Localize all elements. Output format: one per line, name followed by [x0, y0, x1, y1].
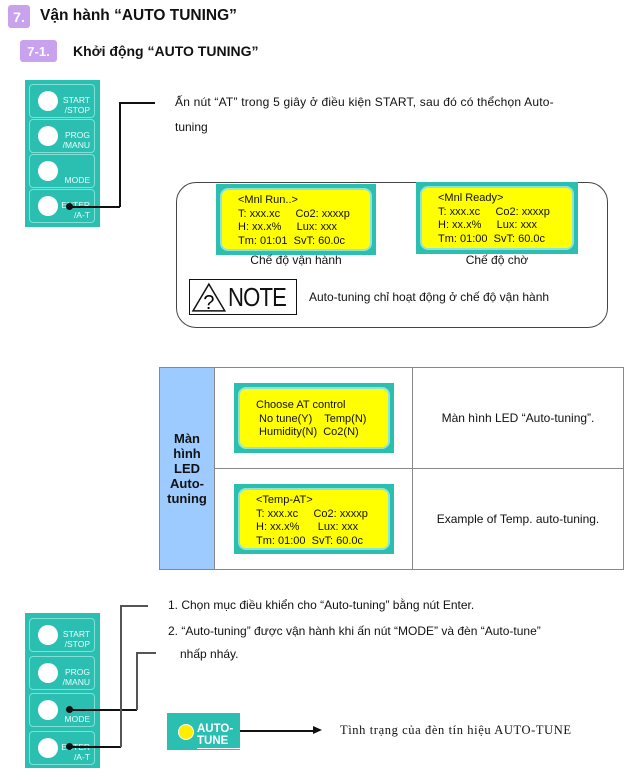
enter-at-button[interactable]: ENTER/A-T — [29, 731, 95, 765]
note-text: Auto-tuning chỉ hoạt động ở chế độ vận h… — [309, 290, 550, 304]
lcd-line: Tm: 01:00 SvT: 60.0c — [256, 534, 363, 547]
lcd-line: Humidity(N) Co2(N) — [256, 426, 359, 438]
lcd-line: <Mnl Run..> — [238, 194, 298, 206]
table-row: Choose AT control No tune(Y) Temp(N) Hum… — [214, 367, 413, 469]
step-1: 1. Chọn mục điều khiển cho “Auto-tuning”… — [168, 598, 475, 612]
run-caption: Chế độ vận hành — [250, 253, 342, 267]
note-label: ? NOTE — [189, 279, 297, 315]
lcd-line: H: xx.x% Lux: xxx — [438, 219, 538, 231]
warning-icon: ? — [191, 282, 227, 313]
mode-examples-box — [176, 182, 608, 328]
subsection-number-badge: 7-1. — [20, 40, 57, 62]
lcd-line: <Temp-AT> — [256, 494, 313, 506]
intro-text-line1: Ấn nút “AT” trong 5 giây ở điều kiện STA… — [175, 95, 554, 109]
ready-caption: Chế độ chờ — [465, 253, 529, 267]
lcd-line: H: xx.x% Lux: xxx — [238, 221, 338, 233]
arrow-icon — [313, 726, 322, 734]
table-header-cell: Màn hình LED Auto-tuning — [159, 367, 215, 570]
keypad-panel: START/STOP PROG/MANU MODE ENTER/A-T — [25, 80, 100, 227]
keypad-panel-2: START/STOP PROG/MANU MODE ENTER/A-T — [25, 613, 100, 768]
table-desc-1: Màn hình LED “Auto-tuning”. — [412, 367, 624, 469]
mode-button[interactable]: MODE — [29, 154, 95, 188]
start-stop-button[interactable]: START/STOP — [29, 618, 95, 652]
prog-manu-button[interactable]: PROG/MANU — [29, 656, 95, 690]
autotuning-led-table: Màn hình LED Auto-tuning Choose AT contr… — [159, 367, 624, 570]
step-2-cont: nhấp nháy. — [180, 647, 239, 661]
lcd-line: No tune(Y) Temp(N) — [256, 412, 367, 425]
lcd-line: Tm: 01:00 SvT: 60.0c — [438, 232, 545, 245]
prog-manu-button[interactable]: PROG/MANU — [29, 119, 95, 153]
start-stop-button[interactable]: START/STOP — [29, 84, 95, 118]
indicator-lamp-icon — [178, 724, 194, 740]
lcd-line: Tm: 01:01 SvT: 60.0c — [238, 234, 345, 247]
auto-tune-indicator: AUTO-TUNE — [167, 713, 240, 750]
step-2: 2. “Auto-tuning” được vận hành khi ấn nú… — [168, 624, 541, 638]
lcd-line: Choose AT control — [256, 399, 346, 411]
section-number-badge: 7. — [8, 5, 30, 28]
section-title: Vận hành “AUTO TUNING” — [40, 7, 237, 24]
svg-text:?: ? — [203, 292, 214, 313]
table-desc-2: Example of Temp. auto-tuning. — [412, 468, 624, 570]
lcd-line: H: xx.x% Lux: xxx — [256, 521, 359, 533]
lcd-line: T: xxx.xc Co2: xxxxp — [256, 507, 368, 520]
lcd-line: <Mnl Ready> — [438, 192, 504, 204]
indicator-desc: Tình trạng của đèn tín hiệu AUTO-TUNE — [340, 723, 572, 737]
subsection-title: Khởi động “AUTO TUNING” — [73, 43, 259, 59]
lcd-line: T: xxx.xc Co2: xxxxp — [438, 205, 550, 218]
lcd-line: T: xxx.xc Co2: xxxxp — [238, 207, 350, 220]
intro-text-line2: tuning — [175, 120, 208, 134]
